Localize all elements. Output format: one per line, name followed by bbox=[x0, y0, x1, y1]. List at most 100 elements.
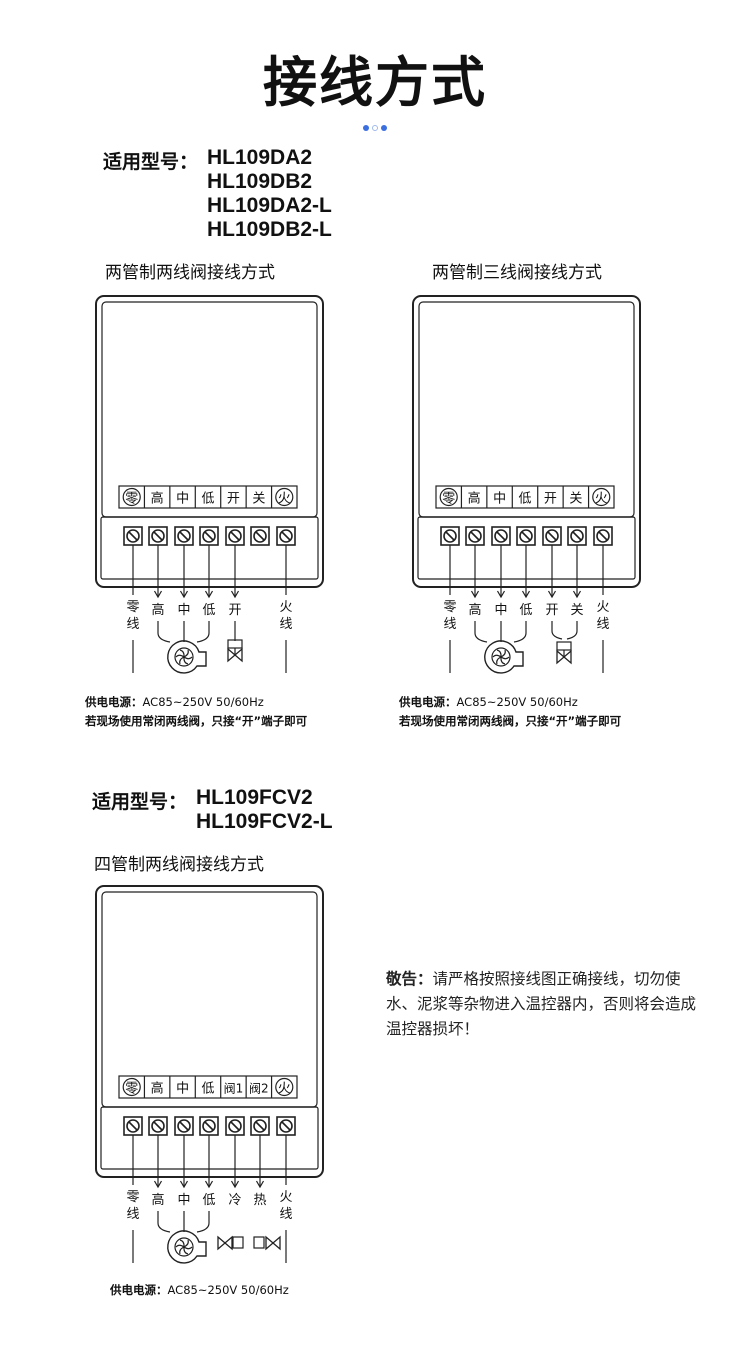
arrow-icon bbox=[153, 1180, 163, 1189]
wire-label: 火 bbox=[279, 600, 292, 615]
terminal-label: 中 bbox=[176, 492, 189, 507]
display-panel bbox=[418, 301, 635, 518]
arrow-icon bbox=[179, 590, 189, 599]
wire-label: 火 bbox=[596, 600, 609, 615]
arrow-icon bbox=[230, 1180, 240, 1189]
arrow-icon bbox=[547, 590, 557, 599]
terminal-label-strip bbox=[118, 1075, 298, 1099]
terminal-label-circle bbox=[275, 1077, 294, 1097]
model-label: 适用型号： bbox=[103, 151, 199, 173]
arrow-icon bbox=[572, 590, 582, 599]
terminal-label: 开 bbox=[227, 492, 240, 507]
wire-label: 线 bbox=[279, 1207, 292, 1222]
arrow-icon bbox=[179, 1180, 189, 1189]
terminal-label: 中 bbox=[493, 492, 506, 507]
diagram-title: 两管制两线阀接线方式 bbox=[105, 263, 275, 283]
thermostat-body bbox=[95, 885, 324, 1178]
wire-label: 零 bbox=[126, 600, 139, 615]
fan-lead bbox=[157, 1211, 171, 1233]
model-item: HL109FCV2 bbox=[196, 786, 313, 809]
wire-label: 低 bbox=[519, 603, 532, 618]
wiring-diagram-two-pipe-three-wire: 零高中低开关火零线高中低开关火线 bbox=[412, 295, 647, 675]
terminal-label: 阀2 bbox=[249, 1082, 269, 1096]
wire-label: 开 bbox=[545, 603, 558, 618]
model-list: HL109DA2 HL109DB2 HL109DA2-L HL109DB2-L bbox=[207, 146, 332, 242]
wiring-diagram-svg: 零高中低开关火零线高中低开火线 bbox=[95, 295, 324, 674]
wiring-diagram-svg: 零高中低开关火零线高中低开关火线 bbox=[412, 295, 641, 674]
model-list: HL109FCV2 HL109FCV2-L bbox=[196, 786, 333, 834]
arrow-icon bbox=[230, 590, 240, 599]
wire-label: 线 bbox=[126, 1207, 139, 1222]
dot-icon bbox=[372, 125, 378, 131]
terminal-label-strip bbox=[118, 485, 298, 509]
terminal-label: 高 bbox=[468, 491, 481, 507]
terminal-label: 火 bbox=[278, 492, 291, 507]
fan-lead bbox=[474, 621, 488, 643]
arrow-icon bbox=[470, 590, 480, 599]
fan-icon bbox=[167, 640, 207, 674]
terminal-label: 阀1 bbox=[224, 1082, 244, 1096]
valve-icon bbox=[556, 641, 572, 665]
terminal-label: 火 bbox=[595, 492, 608, 507]
terminal-label-circle bbox=[592, 487, 611, 507]
fan-lead bbox=[513, 621, 527, 643]
wire-label: 零 bbox=[443, 600, 456, 615]
valve-lead bbox=[551, 621, 563, 640]
wire-label: 低 bbox=[202, 603, 215, 618]
terminal-label: 高 bbox=[151, 491, 164, 507]
terminal-label-circle bbox=[275, 487, 294, 507]
hot-valve-icon bbox=[253, 1235, 281, 1251]
warning-text: 敬告：请严格按照接线图正确接线，切勿使水、泥浆等杂物进入温控器内，否则将会造成温… bbox=[386, 969, 697, 1038]
wire-label: 高 bbox=[151, 602, 164, 618]
wire-label: 低 bbox=[202, 1193, 215, 1208]
terminal-label: 关 bbox=[252, 492, 265, 507]
fan-icon bbox=[167, 1230, 207, 1264]
thermostat-body bbox=[95, 295, 324, 588]
fan-icon bbox=[484, 640, 524, 674]
dot-icon bbox=[381, 125, 387, 131]
wire-label: 中 bbox=[177, 603, 190, 618]
model-item: HL109DA2-L bbox=[207, 194, 332, 217]
terminal-label: 高 bbox=[151, 1081, 164, 1097]
arrow-icon bbox=[521, 590, 531, 599]
wire-label: 中 bbox=[494, 603, 507, 618]
fan-lead bbox=[157, 621, 171, 643]
model-item: HL109DB2 bbox=[207, 170, 313, 193]
wire-label: 高 bbox=[151, 1192, 164, 1208]
arrow-icon bbox=[496, 590, 506, 599]
terminal-label: 低 bbox=[201, 492, 214, 507]
valve-lead bbox=[566, 621, 578, 640]
wire-label: 热 bbox=[253, 1193, 266, 1208]
terminal-label: 低 bbox=[518, 492, 531, 507]
wire-label: 开 bbox=[228, 603, 241, 618]
valve-icon bbox=[227, 639, 243, 663]
terminal-label: 低 bbox=[201, 1082, 214, 1097]
power-note: 供电电源：AC85~250V 50/60Hz bbox=[399, 695, 578, 709]
thermostat-body bbox=[412, 295, 641, 588]
wire-label: 线 bbox=[126, 617, 139, 632]
arrow-icon bbox=[204, 590, 214, 599]
cold-valve-icon bbox=[217, 1235, 244, 1251]
valve-note: 若现场使用常闭两线阀，只接“开”端子即可 bbox=[399, 714, 622, 728]
model-item: HL109FCV2-L bbox=[196, 810, 333, 833]
fan-lead bbox=[196, 1211, 210, 1233]
page-title: 接线方式 bbox=[263, 51, 487, 114]
terminal-label-strip bbox=[435, 485, 615, 509]
terminal-label-circle bbox=[122, 487, 141, 507]
terminal-label: 零 bbox=[125, 492, 138, 507]
wire-label: 高 bbox=[468, 602, 481, 618]
terminal-label-circle bbox=[439, 487, 458, 507]
model-item: HL109DB2-L bbox=[207, 218, 332, 241]
wire-label: 中 bbox=[177, 1193, 190, 1208]
display-panel bbox=[101, 891, 318, 1108]
wire-label: 冷 bbox=[228, 1193, 241, 1208]
wire-label: 线 bbox=[279, 617, 292, 632]
wire-label: 关 bbox=[570, 603, 583, 618]
terminal-label: 火 bbox=[278, 1082, 291, 1097]
terminal-label: 中 bbox=[176, 1082, 189, 1097]
power-note: 供电电源：AC85~250V 50/60Hz bbox=[85, 695, 264, 709]
terminal-label-circle bbox=[122, 1077, 141, 1097]
wire-label: 线 bbox=[596, 617, 609, 632]
arrow-icon bbox=[204, 1180, 214, 1189]
